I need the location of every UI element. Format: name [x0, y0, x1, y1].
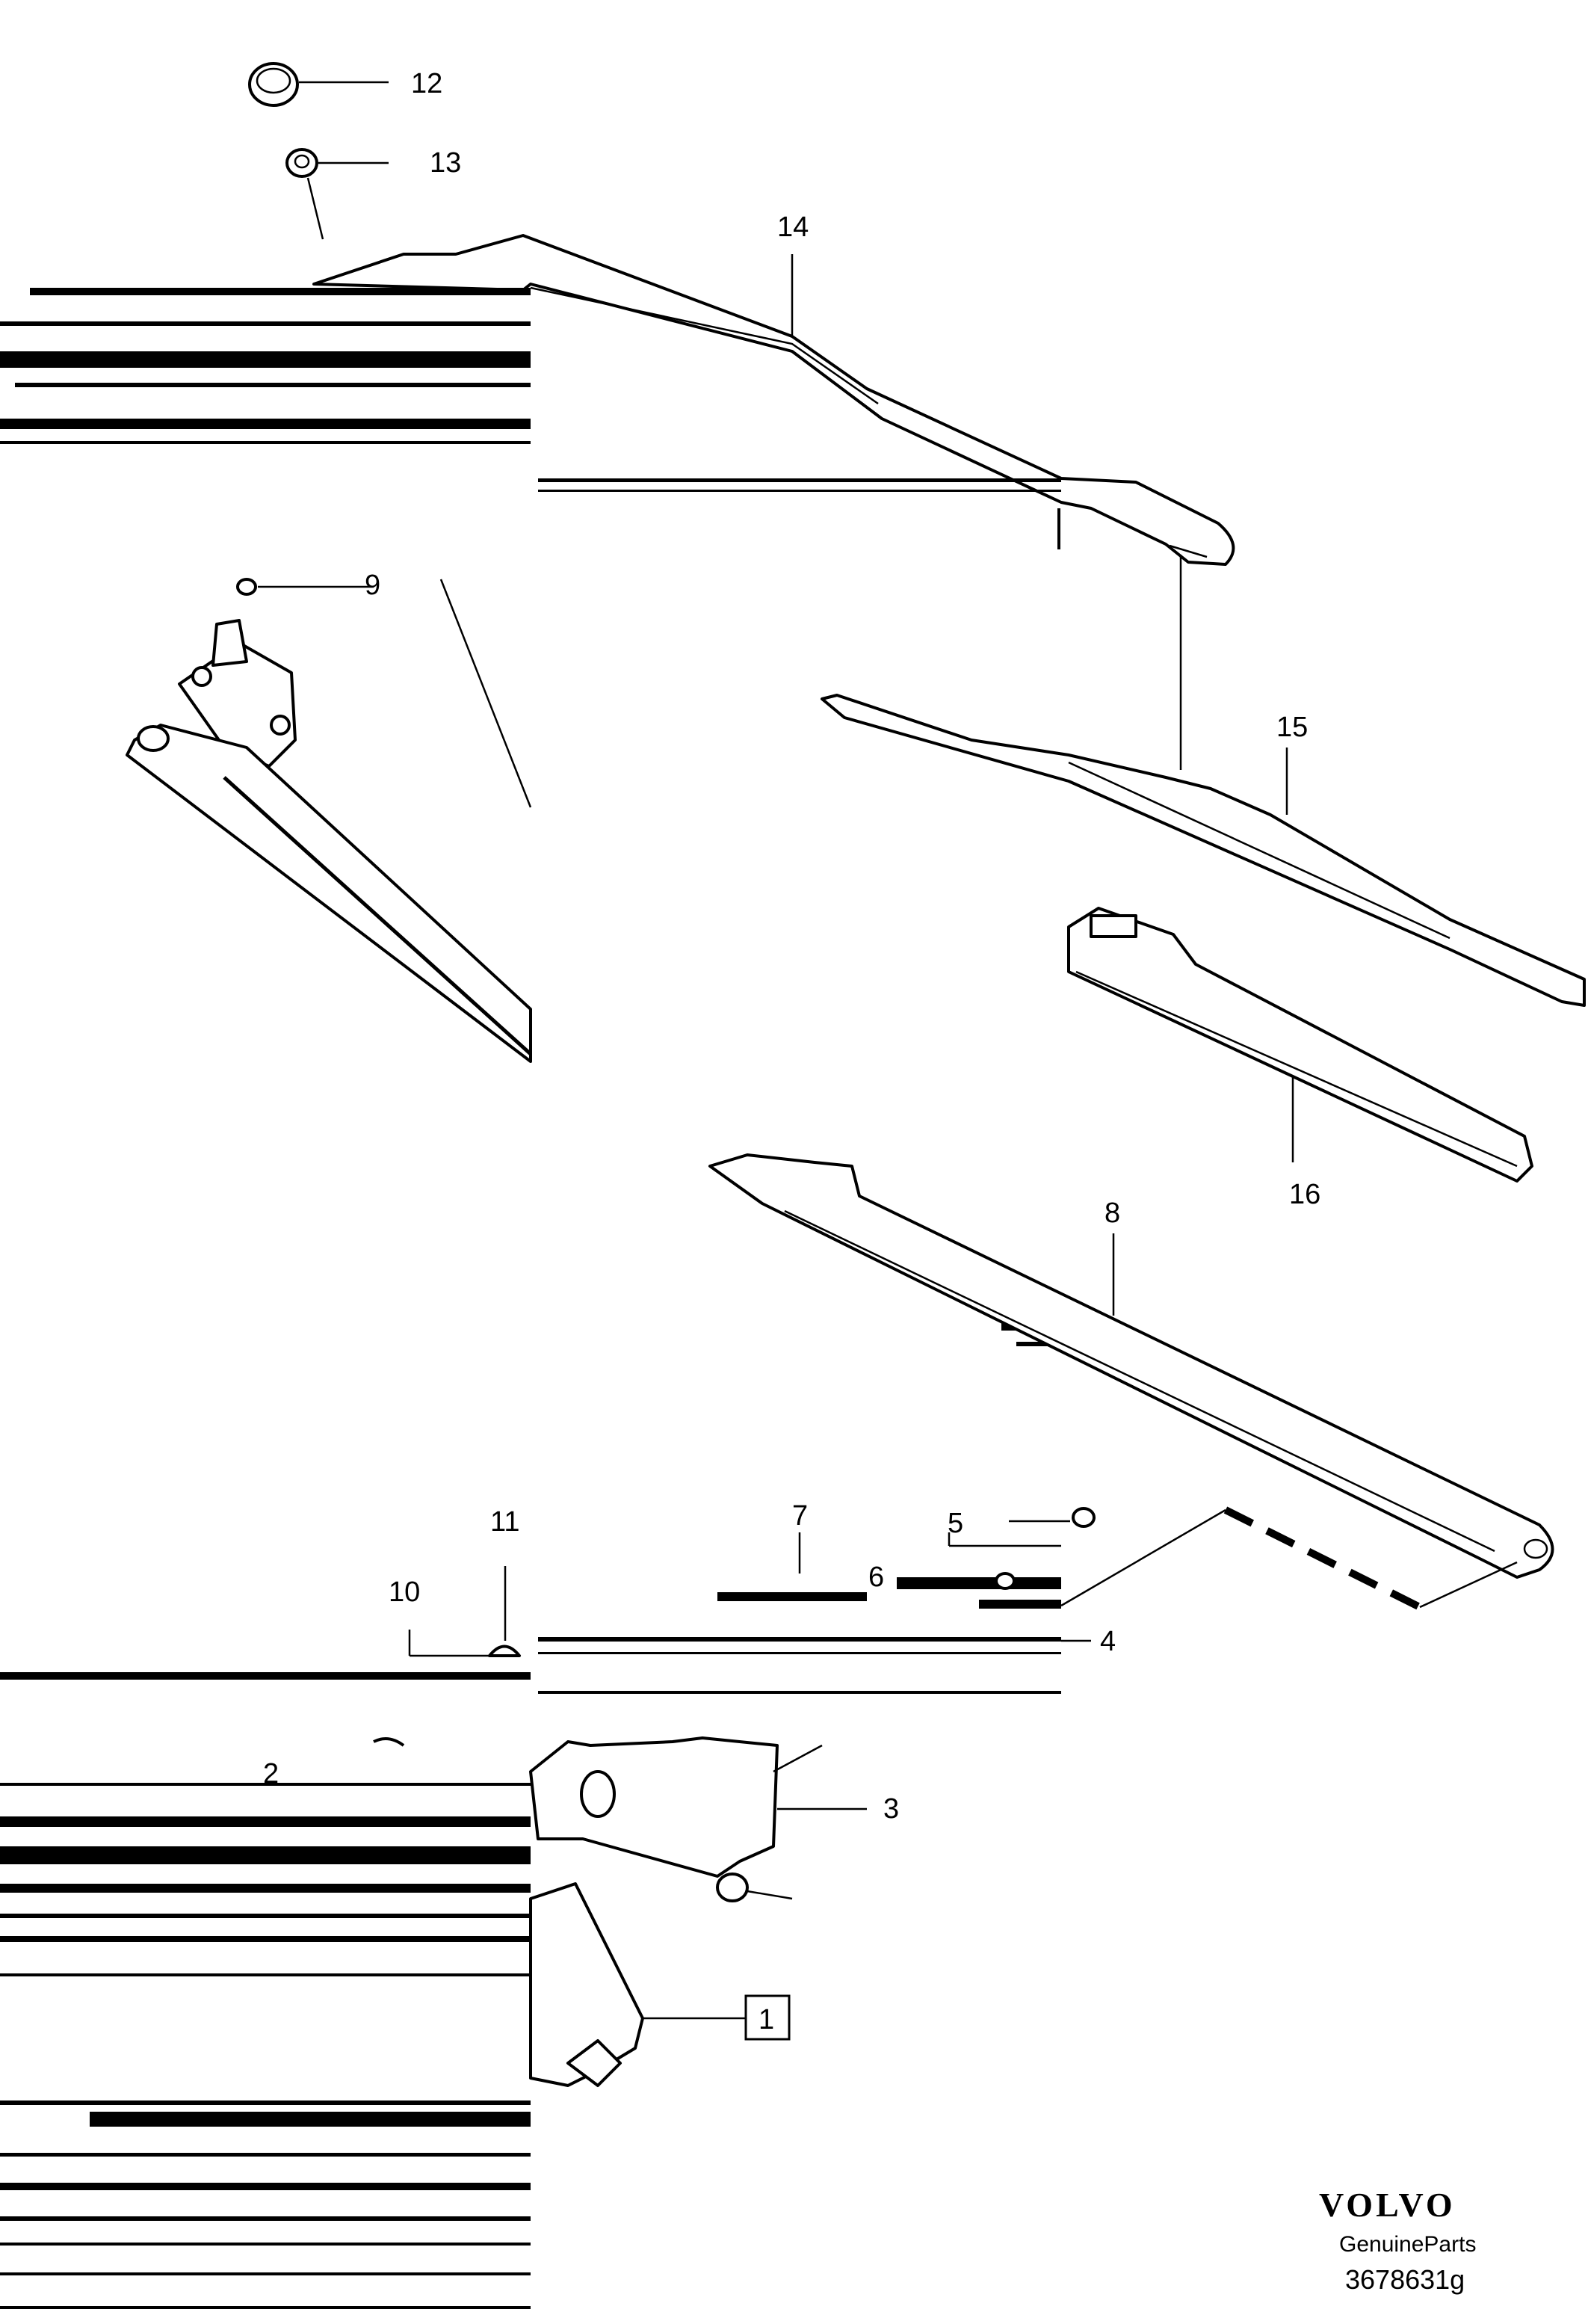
- part-3-bracket: [529, 1736, 867, 1902]
- callout-11: 11: [490, 1506, 519, 1538]
- callout-1-box: [744, 1994, 791, 2041]
- parts-4-7-hardware: [798, 1507, 1096, 1642]
- callout-6: 6: [868, 1562, 884, 1593]
- part-13-nut: [285, 148, 389, 240]
- brand-block: VOLVO GenuineParts 3678631g: [1319, 2186, 1476, 2295]
- callout-4: 4: [1100, 1626, 1116, 1657]
- part-12-cap: [248, 62, 389, 107]
- callout-2: 2: [263, 1758, 279, 1790]
- scan-artifact-bands: [0, 288, 1061, 2309]
- callout-13: 13: [430, 147, 461, 179]
- callout-9: 9: [365, 570, 380, 601]
- callout-12: 12: [411, 68, 442, 99]
- part-15-wiper-blade: [821, 694, 1586, 1007]
- callout-7: 7: [792, 1500, 808, 1532]
- part-8-link-rod: [708, 1153, 1554, 1611]
- part-9-spindle-assembly: [126, 578, 532, 1063]
- brand-subtitle: GenuineParts: [1339, 2232, 1476, 2257]
- callout-15: 15: [1276, 712, 1308, 743]
- part-14-wiper-arm: [312, 234, 1235, 770]
- volvo-logo: VOLVO: [1319, 2186, 1456, 2224]
- callout-3: 3: [883, 1793, 899, 1825]
- parts-10-11: [408, 1566, 521, 1657]
- callout-1: 1: [759, 2004, 774, 2035]
- callout-10: 10: [389, 1576, 420, 1608]
- diagram-code: 3678631g: [1345, 2264, 1465, 2295]
- callout-5: 5: [948, 1508, 963, 1539]
- callout-labels: 12 13 14 9 15 16 8 7 5 6 11 10 4 2 3 1: [263, 68, 1320, 2035]
- part-16-wiper-blade: [1067, 907, 1533, 1183]
- part-2-label-area: [373, 1737, 405, 1747]
- part-1-wiper-motor: [529, 1882, 747, 2087]
- callout-16: 16: [1289, 1179, 1320, 1210]
- callout-8: 8: [1105, 1198, 1120, 1229]
- callout-14: 14: [777, 212, 809, 243]
